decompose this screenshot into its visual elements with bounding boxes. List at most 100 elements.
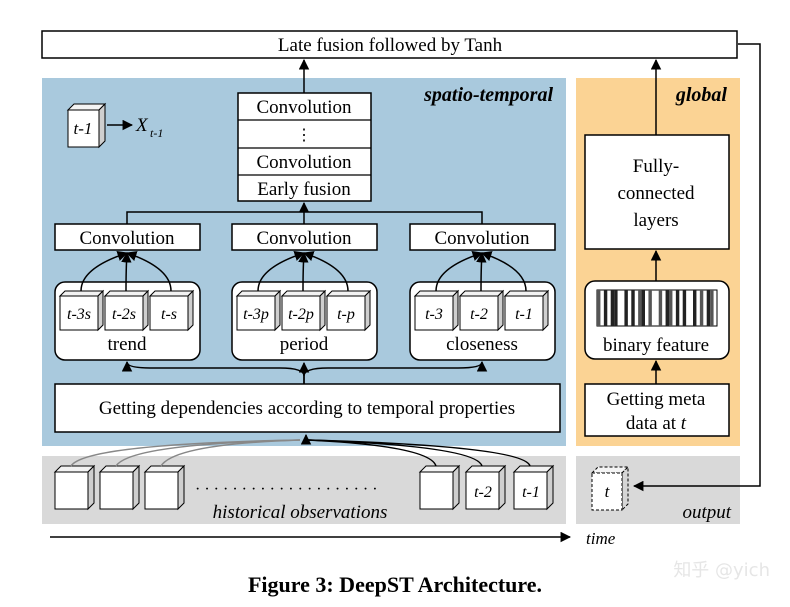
barcode-bar [699, 290, 704, 326]
group-label-closeness: closeness [446, 334, 518, 355]
barcode-bar [631, 290, 635, 326]
conv-stack-ellipsis: ⋮ [296, 127, 312, 144]
frame-closeness-2 [503, 289, 550, 332]
frame-period-2 [325, 289, 372, 332]
historical-label: historical observations [213, 502, 388, 523]
history-frame-recent-2 [512, 464, 555, 511]
conv-stack-box [237, 92, 372, 202]
output-loop-arrow [632, 43, 761, 492]
history-dots: · · · · · · · · · · · · · · · · · · · · [195, 481, 378, 498]
barcode-bar [693, 290, 697, 326]
group-label-trend: trend [107, 334, 147, 355]
frame-period-1 [280, 289, 327, 332]
history-frame-recent-1 [464, 464, 507, 511]
barcode-bar [638, 290, 642, 326]
frame-trend-1 [103, 289, 150, 332]
frame-label: t-1 [515, 306, 533, 323]
frame-label: t-2 [470, 306, 488, 323]
barcode-bar [658, 290, 663, 326]
history-link [307, 439, 531, 467]
conv-label-trend: Convolution [79, 228, 175, 249]
watermark: 知乎 @yich [673, 560, 770, 581]
barcode-bar [614, 290, 618, 326]
early-fusion-label: Early fusion [257, 179, 351, 200]
frame-curve [80, 250, 128, 292]
frame-curve [257, 250, 305, 292]
barcode-bar [706, 290, 711, 326]
conv-label-closeness: Convolution [434, 228, 530, 249]
frame-label: t-2s [112, 306, 136, 323]
barcode-bar [665, 290, 669, 326]
meta-time-symbol: t [681, 413, 687, 434]
barcode-bar [675, 290, 680, 326]
barcode-bar [610, 290, 615, 326]
time-label: time [586, 529, 616, 548]
frame-label: t-p [337, 306, 355, 323]
legend-cube [66, 102, 107, 149]
conv-label-period: Convolution [256, 228, 352, 249]
binary-feature-label: binary feature [603, 335, 709, 356]
legend-cube-label: t-1 [74, 119, 93, 138]
fc-box [584, 134, 730, 250]
barcode-bar [624, 290, 628, 326]
group-curves [80, 250, 527, 292]
history-frame-recent-0 [418, 464, 461, 511]
frame-trend-2 [148, 289, 195, 332]
history-frame-blank-2 [143, 464, 186, 511]
barcode-bar [648, 290, 652, 326]
fc-line-3: layers [633, 210, 678, 231]
barcode-bar [603, 290, 608, 326]
output-label: output [682, 502, 731, 523]
fc-line-1: Fully- [633, 156, 679, 177]
frame-label: t-3 [425, 306, 443, 323]
history-link-grey [160, 439, 301, 467]
group-label-period: period [280, 334, 329, 355]
barcode-bar [669, 290, 673, 326]
barcode-bar [682, 290, 687, 326]
history-frame-blank-1 [98, 464, 141, 511]
late-fusion-label: Late fusion followed by Tanh [278, 35, 503, 56]
barcode-bar [597, 290, 601, 326]
legend-subscript: t-1 [150, 126, 163, 140]
meta-line-2: data at t [626, 413, 687, 434]
frame-curve [481, 251, 527, 292]
fc-line-2: connected [617, 183, 695, 204]
frame-closeness-0 [413, 289, 460, 332]
barcode-bar [641, 290, 645, 326]
dependencies-box [54, 383, 561, 433]
meta-line-1: Getting meta [607, 389, 706, 410]
figure-caption: Figure 3: DeepST Architecture. [248, 572, 542, 597]
output-frame [590, 465, 630, 512]
frame-label: t-s [161, 306, 177, 323]
late-fusion-box [41, 30, 738, 59]
frame-label: t-3s [67, 306, 91, 323]
spatio-temporal-title: spatio-temporal [423, 84, 553, 106]
meta-box [584, 383, 730, 437]
conv-box-period [231, 223, 378, 251]
history-frame-label: t-1 [522, 484, 540, 501]
history-frames: t-2 t-1 [53, 433, 555, 511]
frame-curve [303, 251, 349, 292]
conv-stack-bottom: Convolution [256, 152, 352, 173]
frame-label: t-3p [243, 306, 269, 323]
frame-period-0 [235, 289, 282, 332]
legend-symbol: X [135, 115, 149, 136]
dependencies-label: Getting dependencies according to tempor… [99, 398, 515, 419]
frame-trend-0 [58, 289, 105, 332]
conv-stack-top: Convolution [256, 97, 352, 118]
dependency-arrows [121, 360, 488, 384]
group-frames: t-3s t-2s t-s t-3p t-2p t-p t-3 t-2 t-1 [58, 289, 550, 332]
history-frame-blank-0 [53, 464, 96, 511]
conv-box-trend [54, 223, 201, 251]
frame-closeness-1 [458, 289, 505, 332]
output-frame-label: t [605, 482, 611, 501]
barcode-bar [710, 290, 714, 326]
global-title: global [675, 84, 728, 106]
frame-curve [435, 250, 483, 292]
frame-curve [126, 251, 172, 292]
frame-label: t-2p [288, 306, 314, 323]
conv-box-closeness [409, 223, 556, 251]
history-frame-label: t-2 [474, 484, 492, 501]
barcode [596, 289, 718, 327]
